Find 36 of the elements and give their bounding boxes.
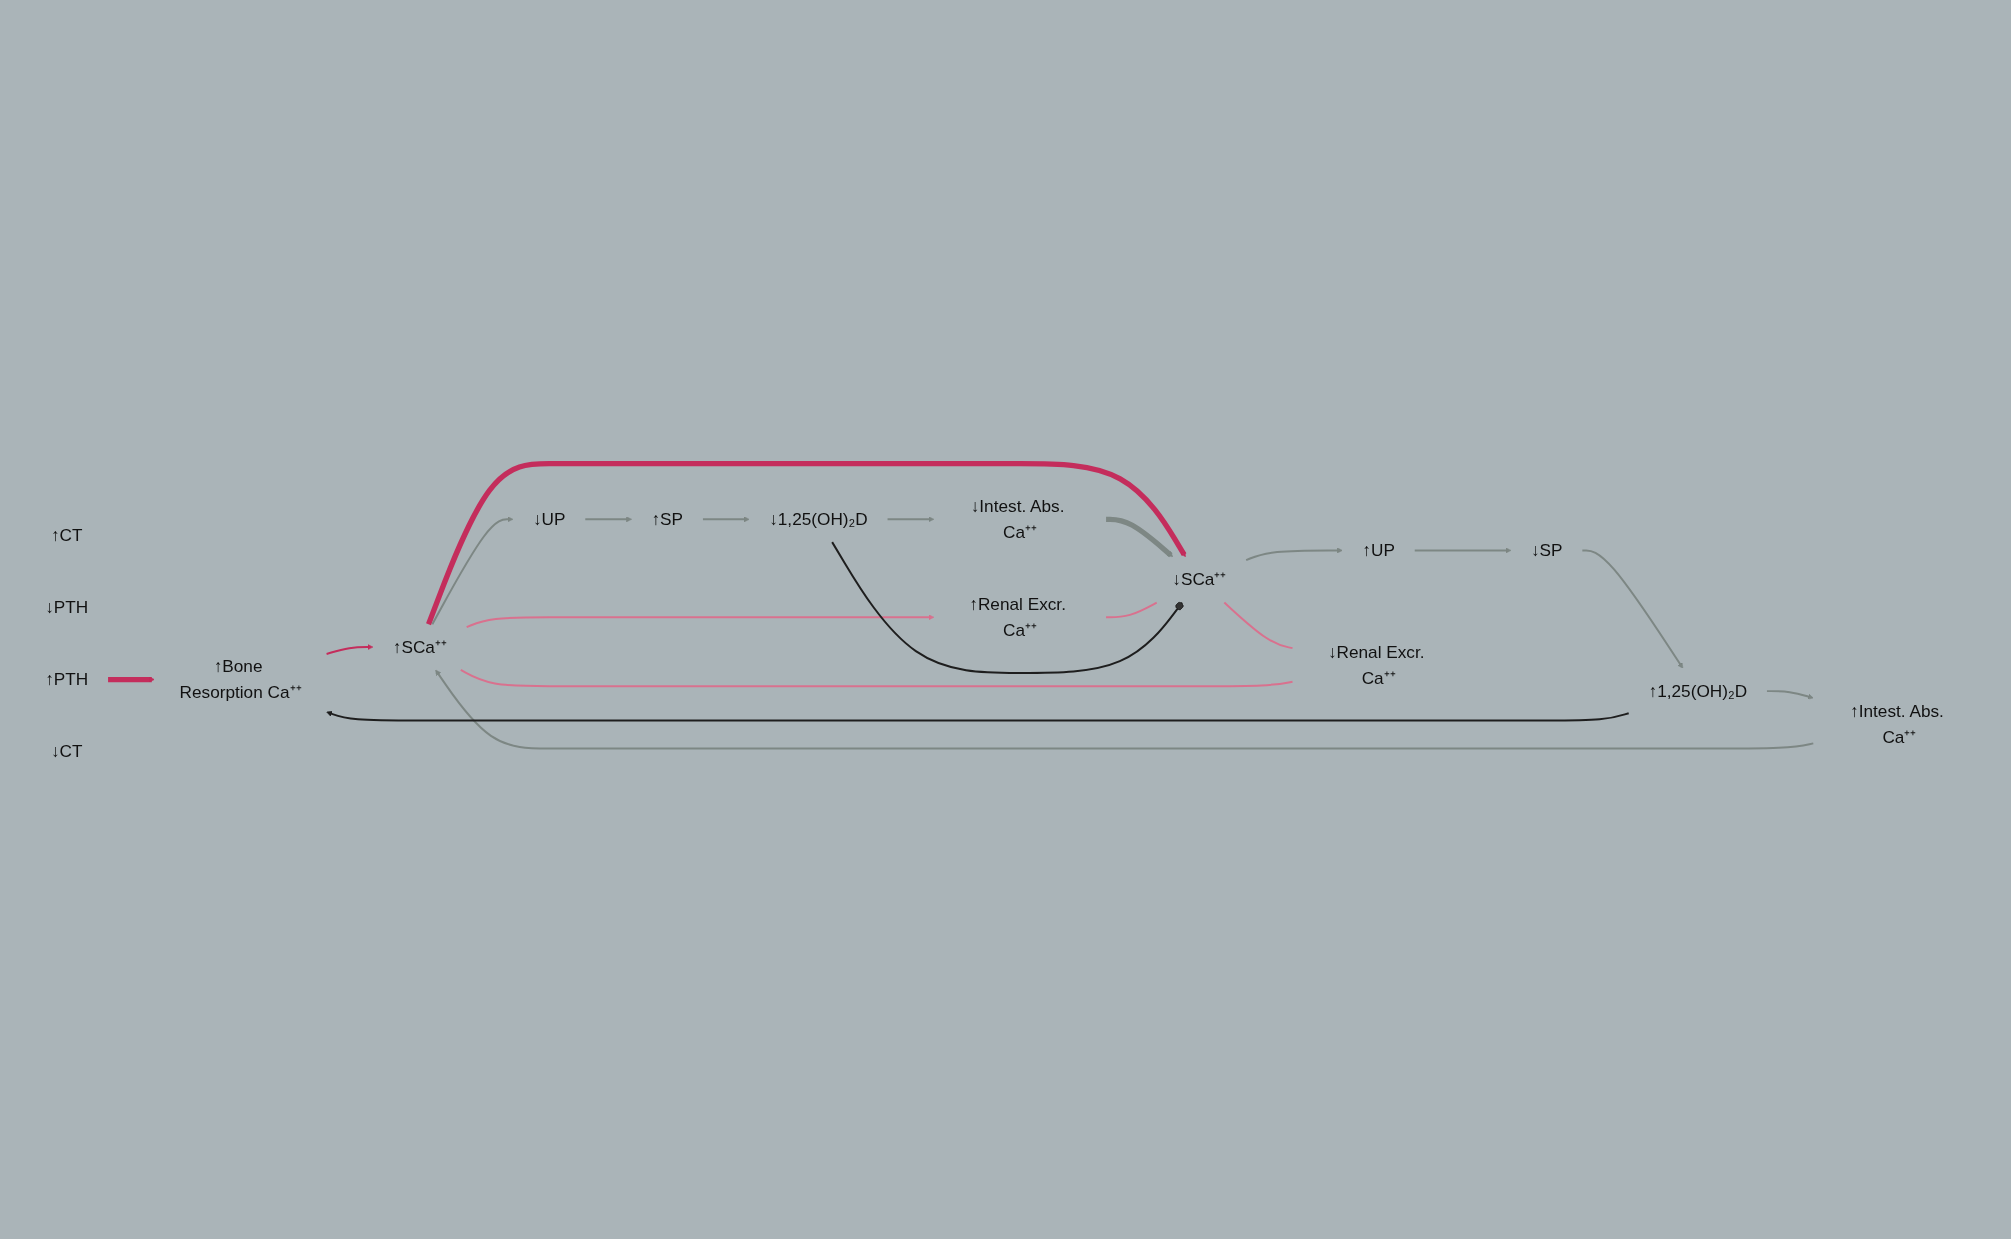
node-text: ↑Bone Resorption Ca⁺⁺ — [179, 656, 302, 703]
arrow — [1581, 549, 1684, 669]
arrow — [325, 644, 374, 656]
arrow — [431, 516, 514, 626]
node-text: ↑Intest. Abs. Ca⁺⁺ — [1850, 701, 1944, 747]
node-text: ↑1,25(OH)₂D — [1648, 681, 1748, 702]
node-text: ↑SCa⁺⁺ — [392, 637, 447, 658]
arrow — [426, 461, 1187, 626]
arrow — [1106, 517, 1174, 558]
node-text: ↓PTH — [45, 597, 89, 618]
node-text: ↑PTH — [45, 669, 89, 690]
node-text: ↓CT — [51, 741, 83, 762]
node-text: ↓Intest. Abs. Ca⁺⁺ — [970, 496, 1065, 543]
arrow — [1245, 547, 1343, 562]
node-text: ↑Renal Excr. Ca⁺⁺ — [969, 594, 1067, 641]
arrow — [108, 677, 155, 683]
arrow — [326, 711, 1630, 722]
node-text: ↓UP — [533, 509, 566, 530]
connector — [1223, 601, 1294, 650]
connector — [831, 541, 1184, 675]
node-text: ↓SCa⁺⁺ — [1172, 569, 1227, 590]
arrow — [1413, 547, 1512, 554]
arrow — [584, 516, 632, 523]
arrow — [465, 614, 935, 629]
connector — [459, 669, 1294, 688]
arrow — [886, 516, 935, 523]
arrow — [435, 670, 1815, 750]
node-text: ↓1,25(OH)₂D — [769, 509, 868, 530]
connector — [1105, 601, 1158, 619]
arrow — [1766, 690, 1814, 700]
node-text: ↓Renal Excr. Ca⁺⁺ — [1328, 642, 1425, 688]
arrow — [702, 516, 750, 523]
node-text: ↑CT — [51, 525, 83, 546]
node-text: ↓SP — [1531, 540, 1563, 561]
node-text: ↑SP — [651, 509, 684, 530]
node-text: ↑UP — [1362, 540, 1395, 561]
